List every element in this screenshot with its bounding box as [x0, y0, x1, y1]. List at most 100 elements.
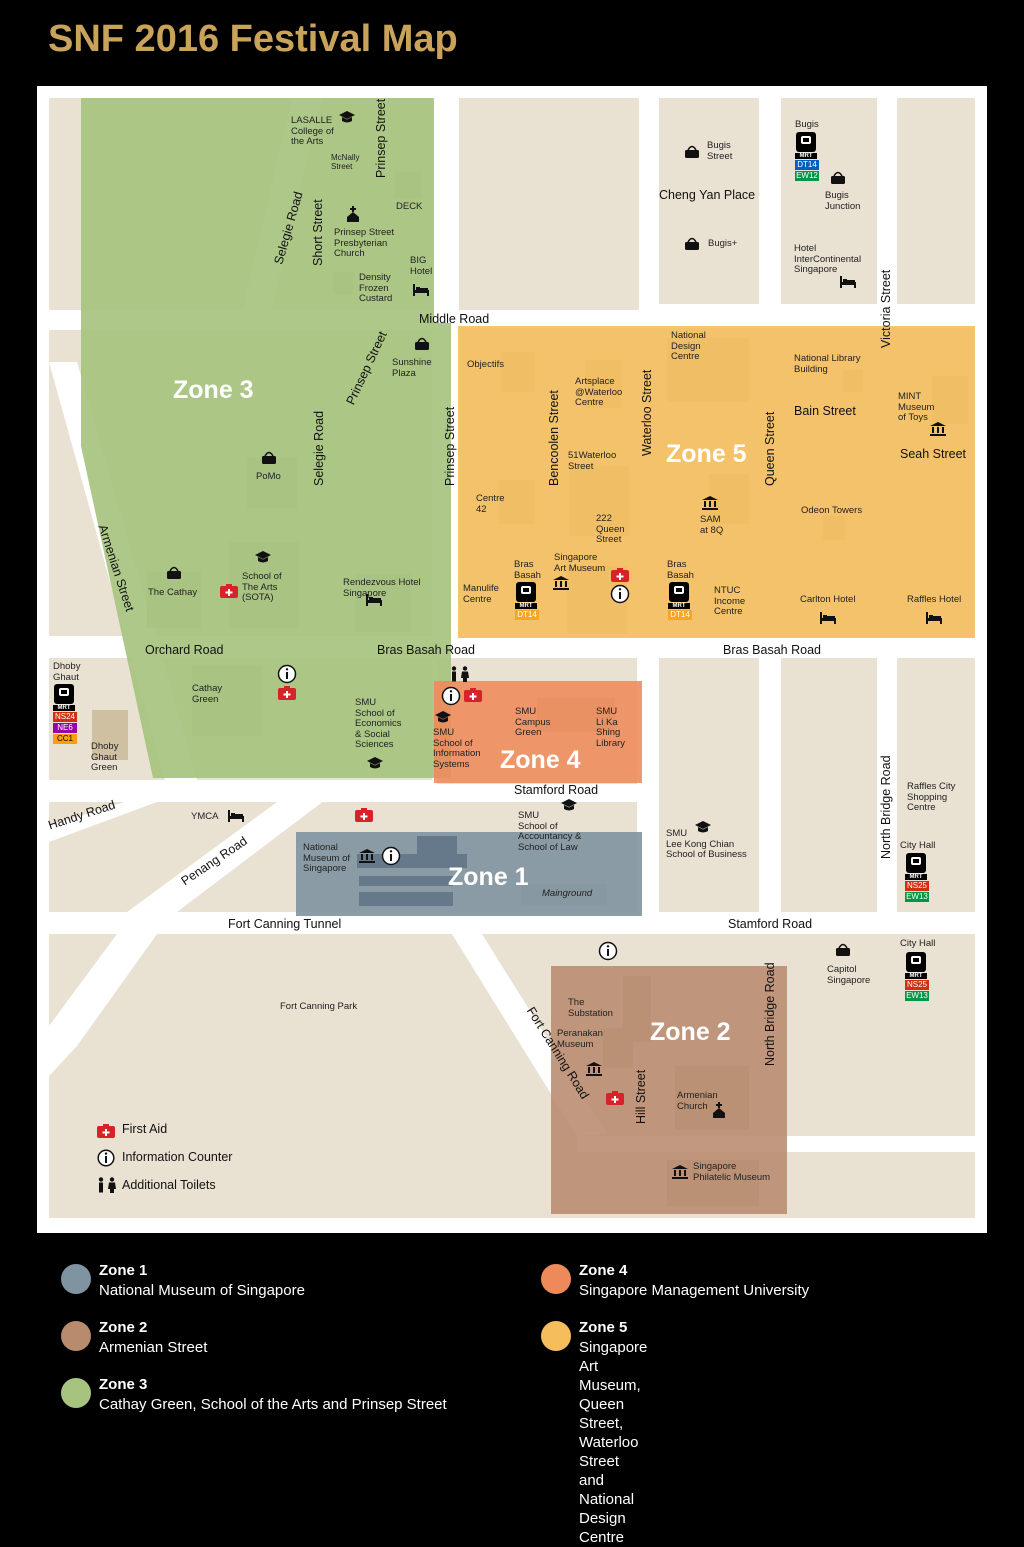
toilets-icon[interactable] [449, 666, 471, 682]
place-bugis-mrt[interactable]: Bugis [795, 119, 819, 130]
place-sam8q[interactable]: SAM at 8Q [700, 514, 724, 536]
place-city-hall-1[interactable]: City Hall [900, 840, 936, 851]
education-icon[interactable] [434, 710, 452, 724]
shopping-bag-icon[interactable] [830, 170, 846, 184]
museum-icon[interactable] [359, 849, 375, 863]
place-prinsep-church[interactable]: Prinsep Street Presbyterian Church [334, 227, 395, 259]
place-dhoby-mrt[interactable]: Dhoby Ghaut [53, 661, 81, 683]
place-bugis-plus[interactable]: Bugis+ [708, 238, 738, 249]
place-density[interactable]: Density Frozen Custard [359, 272, 393, 304]
hotel-icon[interactable] [840, 276, 856, 288]
shopping-bag-icon[interactable] [261, 450, 277, 464]
place-city-hall-2[interactable]: City Hall [900, 938, 936, 949]
place-ymca[interactable]: YMCA [191, 811, 219, 822]
mrt-bras-basah-1[interactable]: MRT DT14 [515, 582, 541, 620]
shopping-bag-icon[interactable] [414, 336, 430, 350]
place-deck[interactable]: DECK [396, 201, 423, 212]
education-icon[interactable] [366, 756, 384, 770]
information-icon[interactable] [610, 584, 630, 604]
mrt-bras-basah-2[interactable]: MRT DT14 [668, 582, 694, 620]
hotel-icon[interactable] [366, 594, 382, 606]
museum-icon[interactable] [702, 496, 718, 510]
place-intercon[interactable]: Hotel InterContinental Singapore [794, 243, 862, 275]
place-smu-soa[interactable]: SMU School of Accountancy & School of La… [518, 810, 582, 853]
hotel-icon[interactable] [413, 284, 429, 296]
place-cathay-green[interactable]: Cathay Green [192, 683, 223, 705]
place-rendezvous[interactable]: Rendezvous Hotel Singapore [343, 577, 421, 599]
place-carlton[interactable]: Carlton Hotel [800, 594, 856, 605]
place-sota[interactable]: School of The Arts (SOTA) [242, 571, 282, 603]
church-icon[interactable] [346, 206, 360, 222]
place-objectifs[interactable]: Objectifs [467, 359, 504, 370]
place-mint[interactable]: MINT Museum of Toys [898, 391, 935, 423]
museum-icon[interactable] [586, 1062, 602, 1076]
shopping-bag-icon[interactable] [166, 565, 182, 579]
place-222queen[interactable]: 222 Queen Street [596, 513, 625, 545]
place-bugis-street[interactable]: Bugis Street [707, 140, 733, 162]
museum-icon[interactable] [930, 422, 946, 436]
first-aid-icon[interactable] [606, 1091, 624, 1105]
place-dhoby-green[interactable]: Dhoby Ghaut Green [91, 741, 119, 773]
place-smu-sis[interactable]: SMU School of Information Systems [433, 727, 481, 770]
place-sam[interactable]: Singapore Art Museum [554, 552, 606, 574]
mrt-bugis[interactable]: MRT DT14 EW12 [795, 132, 821, 181]
place-peranakan[interactable]: Peranakan Museum [557, 1028, 603, 1050]
place-substation[interactable]: The Substation [568, 997, 613, 1019]
place-smu-lkc[interactable]: SMU Lee Kong Chian School of Business [666, 828, 747, 860]
place-big-hotel[interactable]: BIG Hotel [410, 255, 433, 277]
mrt-dhoby-ghaut[interactable]: MRT NS24 NE6 CC1 [53, 684, 79, 744]
mrt-city-hall-1[interactable]: MRT NS25 EW13 [905, 853, 931, 902]
shopping-bag-icon[interactable] [835, 942, 851, 956]
place-fort-canning-park[interactable]: Fort Canning Park [280, 1001, 358, 1012]
place-51waterloo[interactable]: 51Waterloo Street [568, 450, 617, 472]
information-icon[interactable] [441, 686, 461, 706]
museum-icon[interactable] [553, 576, 569, 590]
hotel-icon[interactable] [926, 612, 942, 624]
place-lasalle[interactable]: LASALLE College of the Arts [291, 115, 334, 147]
place-philatelic[interactable]: Singapore Philatelic Museum [693, 1161, 771, 1183]
first-aid-icon[interactable] [220, 584, 238, 598]
hotel-icon[interactable] [228, 810, 244, 822]
place-armenian-church[interactable]: Armenian Church [677, 1090, 718, 1112]
place-raffles-hotel[interactable]: Raffles Hotel [907, 594, 962, 605]
place-bras-basah-mrt-1[interactable]: Bras Basah [514, 559, 541, 581]
festival-map[interactable]: Zone 3 Zone 5 Zone 4 Zone 1 Zone 2 Middl… [37, 86, 987, 1233]
place-artsplace[interactable]: Artsplace @Waterloo Centre [575, 376, 623, 408]
place-bras-basah-mrt-2[interactable]: Bras Basah [667, 559, 694, 581]
place-mcnally[interactable]: McNally Street [331, 153, 360, 171]
first-aid-icon[interactable] [278, 686, 296, 700]
place-sunshine[interactable]: Sunshine Plaza [392, 357, 432, 379]
information-icon[interactable] [598, 941, 618, 961]
place-nms[interactable]: National Museum of Singapore [303, 842, 350, 874]
shopping-bag-icon[interactable] [684, 236, 700, 250]
museum-icon[interactable] [672, 1165, 688, 1179]
education-icon[interactable] [338, 110, 356, 124]
place-capitol[interactable]: Capitol Singapore [827, 964, 871, 986]
first-aid-icon[interactable] [355, 808, 373, 822]
place-bugis-junction[interactable]: Bugis Junction [825, 190, 861, 212]
place-smu-likashing[interactable]: SMU Li Ka Shing Library [596, 706, 626, 749]
information-icon[interactable] [277, 664, 297, 684]
shopping-bag-icon[interactable] [684, 144, 700, 158]
first-aid-icon[interactable] [611, 568, 629, 582]
place-the-cathay[interactable]: The Cathay [148, 587, 198, 598]
hotel-icon[interactable] [820, 612, 836, 624]
place-mainground[interactable]: Mainground [542, 888, 593, 899]
place-nlb[interactable]: National Library Building [794, 353, 861, 375]
church-icon[interactable] [712, 1102, 726, 1118]
mrt-city-hall-2[interactable]: MRT NS25 EW13 [905, 952, 931, 1001]
education-icon[interactable] [560, 798, 578, 812]
place-smu-campus[interactable]: SMU Campus Green [515, 706, 551, 738]
first-aid-icon[interactable] [464, 688, 482, 702]
place-ntuc[interactable]: NTUC Income Centre [714, 585, 746, 617]
education-icon[interactable] [254, 550, 272, 564]
place-raffles-city[interactable]: Raffles City Shopping Centre [907, 781, 956, 813]
education-icon[interactable] [694, 820, 712, 834]
place-smu-econ[interactable]: SMU School of Economics & Social Science… [355, 697, 402, 750]
place-pomo[interactable]: PoMo [256, 471, 281, 482]
information-icon[interactable] [381, 846, 401, 866]
place-centre42[interactable]: Centre 42 [476, 493, 505, 515]
place-odeon[interactable]: Odeon Towers [801, 505, 863, 516]
place-ndc[interactable]: National Design Centre [671, 330, 706, 362]
place-manulife[interactable]: Manulife Centre [463, 583, 499, 605]
